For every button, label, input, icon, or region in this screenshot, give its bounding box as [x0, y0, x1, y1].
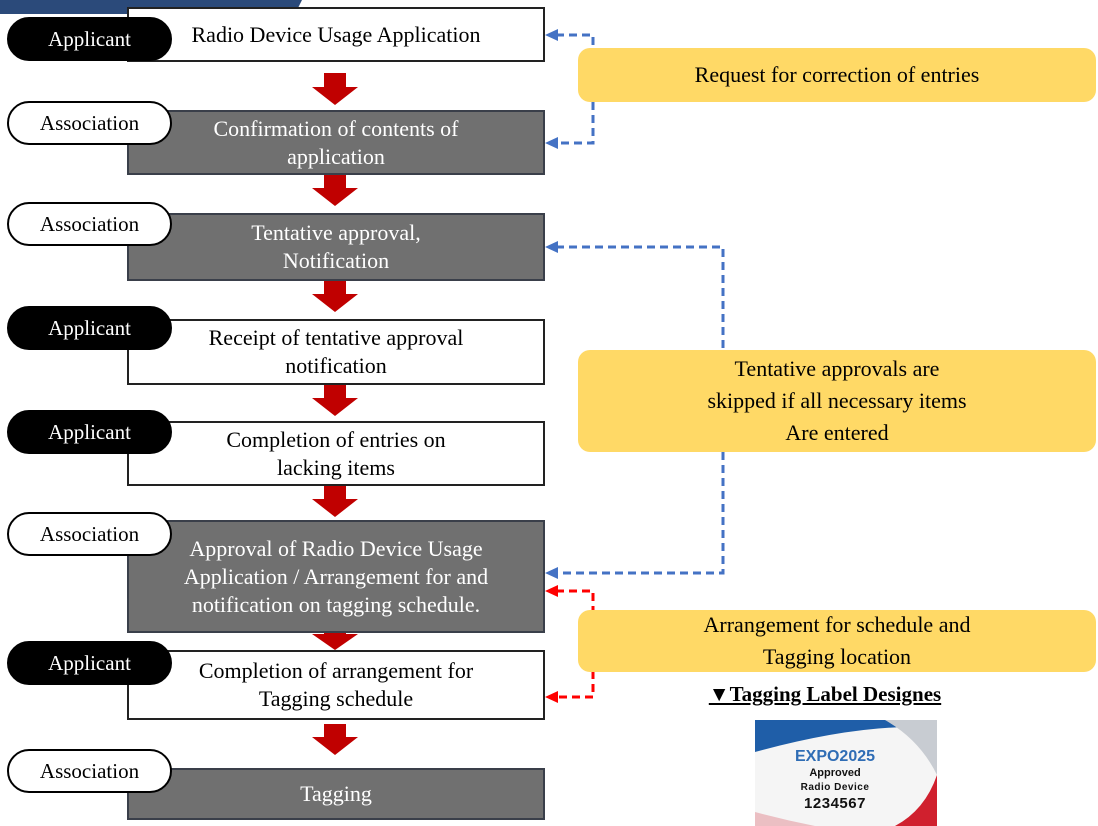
step-box-schedule-arrangement: Completion of arrangement for Tagging sc…: [127, 650, 545, 720]
flow-arrow-5: [312, 486, 358, 517]
callout-schedule-location: Arrangement for schedule and Tagging loc…: [578, 610, 1096, 672]
role-pill-association: Association: [7, 512, 172, 556]
tag-status: Approved: [809, 767, 861, 779]
tagging-label-title: ▼Tagging Label Designes: [708, 682, 942, 706]
skip-line-lower: [556, 452, 725, 575]
schedule-arrowhead-bottom: [545, 691, 558, 703]
step-text: Confirmation of contents of application: [213, 115, 459, 169]
correction-arrowhead-bottom: [545, 137, 558, 149]
callout-text: Request for correction of entries: [694, 62, 980, 87]
tag-red-swoosh: [895, 775, 937, 826]
skip-arrowhead-upper: [545, 241, 558, 253]
callout-tentative-skip: Tentative approvals are skipped if all n…: [578, 350, 1096, 452]
step-text: Receipt of tentative approval notificati…: [208, 325, 464, 378]
step-box-application: Radio Device Usage Application: [127, 7, 545, 62]
flow-arrow-7: [312, 724, 358, 755]
step-box-approval-scheduling: Approval of Radio Device Usage Applicati…: [127, 520, 545, 633]
step-box-tagging: Tagging: [127, 768, 545, 820]
tag-red-swoosh-lower: [755, 812, 815, 826]
flow-arrow-4: [312, 385, 358, 416]
tag-brand: EXPO2025: [794, 748, 876, 765]
tagging-label-image: EXPO2025 Approved Radio Device 1234567: [755, 720, 937, 826]
step-text: Tentative approval, Notification: [251, 220, 421, 273]
skip-line-upper: [556, 245, 725, 350]
role-pill-association: Association: [7, 749, 172, 793]
role-pill-applicant: Applicant: [7, 17, 172, 61]
schedule-arrowhead-top: [545, 585, 558, 597]
step-text: Completion of arrangement for Tagging sc…: [198, 658, 474, 711]
step-text: Radio Device Usage Application: [191, 21, 481, 47]
role-pill-applicant: Applicant: [7, 410, 172, 454]
role-pill-association: Association: [7, 101, 172, 145]
callout-correction-request: Request for correction of entries: [578, 48, 1096, 102]
tag-number: 1234567: [804, 795, 866, 812]
flow-arrow-6: [312, 623, 358, 650]
role-pill-applicant: Applicant: [7, 306, 172, 350]
tag-blue-swoosh: [755, 720, 937, 752]
step-text: Tagging: [300, 781, 372, 806]
callout-text: Arrangement for schedule and Tagging loc…: [703, 612, 971, 669]
role-pill-applicant: Applicant: [7, 641, 172, 685]
step-box-lacking-items: Completion of entries on lacking items: [127, 421, 545, 486]
role-pill-association: Association: [7, 202, 172, 246]
tag-device-line: Radio Device: [800, 782, 870, 793]
step-box-confirmation: Confirmation of contents of application: [127, 110, 545, 175]
correction-arrowhead-top: [545, 29, 558, 41]
flow-arrow-2: [312, 175, 358, 206]
tag-gray-swoosh: [885, 720, 937, 775]
step-box-tentative-approval: Tentative approval, Notification: [127, 213, 545, 281]
skip-arrowhead-lower: [545, 567, 558, 579]
callout-text: Tentative approvals are skipped if all n…: [707, 356, 967, 445]
step-text: Completion of entries on lacking items: [226, 426, 446, 480]
flow-arrow-3: [312, 281, 358, 312]
schedule-feedback-line: [556, 589, 595, 699]
tag-label-shapes: [755, 720, 937, 826]
step-box-receipt-notification: Receipt of tentative approval notificati…: [127, 319, 545, 385]
step-text: Approval of Radio Device Usage Applicati…: [183, 535, 489, 617]
flow-arrow-1: [312, 73, 358, 105]
